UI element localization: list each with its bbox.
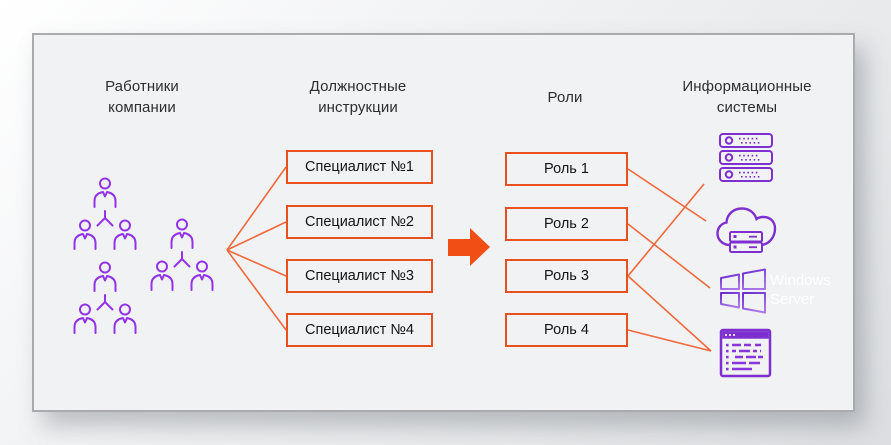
column-header-systems: Информационные системы (682, 78, 812, 116)
specialist-box-4: Специалист №4 (286, 313, 433, 347)
specialist-box-2: Специалист №2 (286, 205, 433, 239)
column-header-roles: Роли (547, 89, 583, 106)
role-box-4: Роль 4 (505, 313, 628, 347)
specialist-box-1: Специалист №1 (286, 150, 433, 184)
role-box-3: Роль 3 (505, 259, 628, 293)
specialist-box-3: Специалист №3 (286, 259, 433, 293)
role-box-1: Роль 1 (505, 152, 628, 186)
windows-server-label: Windows Server (770, 272, 831, 308)
role-box-2: Роль 2 (505, 207, 628, 241)
column-header-employees: Работники компании (105, 78, 179, 116)
column-header-job-descriptions: Должностные инструкции (309, 78, 407, 116)
